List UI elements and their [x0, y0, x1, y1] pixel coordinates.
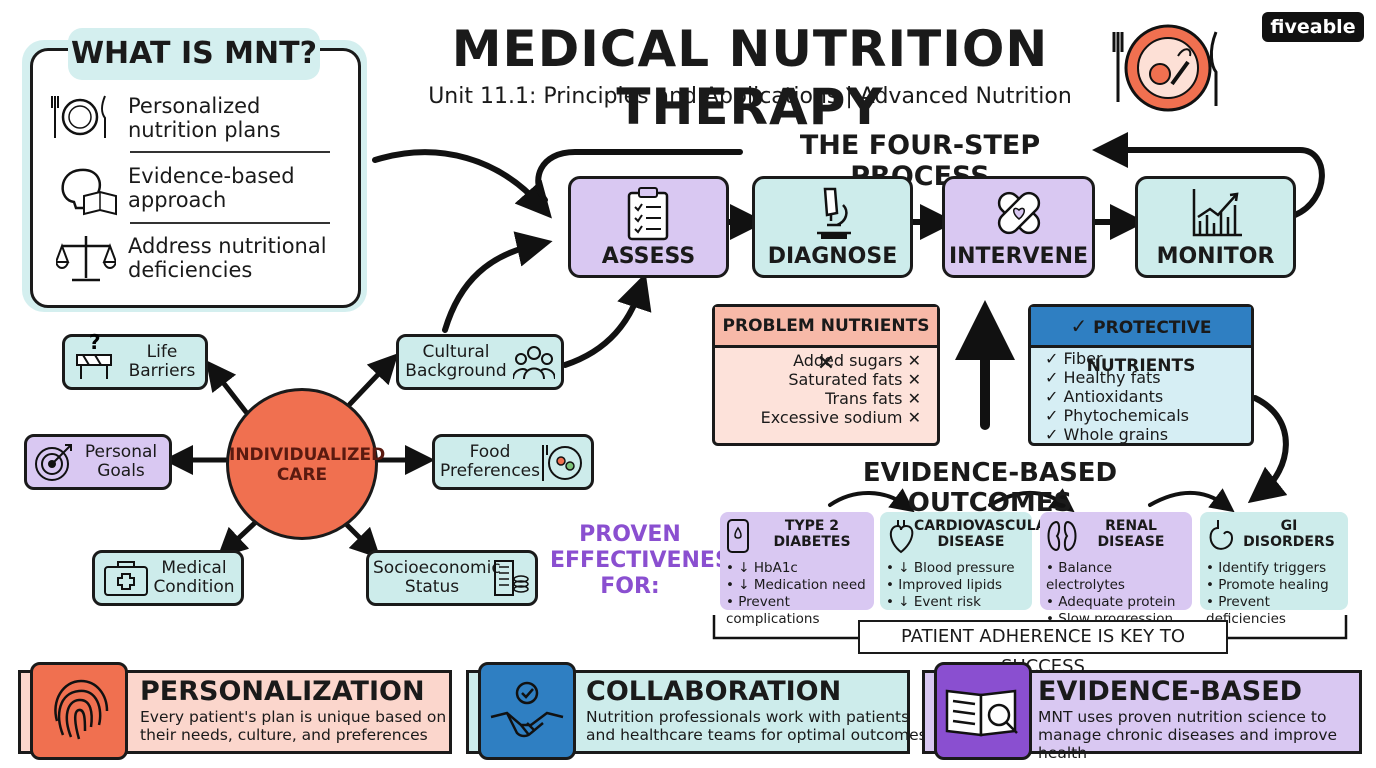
check-icon: ✓: [1070, 314, 1088, 338]
clipboard-icon: [627, 187, 669, 241]
fingerprint-icon: [30, 662, 128, 760]
step-diagnose[interactable]: DIAGNOSE: [752, 176, 913, 278]
problem-nutrients-box: PROBLEM NUTRIENTS ✕ Added sugars ✕ Satur…: [712, 304, 940, 446]
protective-nutrients-list: ✓ Fiber ✓ Healthy fats ✓ Antioxidants ✓ …: [1045, 349, 1190, 444]
target-icon: [35, 444, 72, 481]
glucose-meter-icon: [727, 519, 749, 553]
check-icon: ✓: [1045, 406, 1059, 425]
adherence-banner: PATIENT ADHERENCE IS KEY TO SUCCESS: [858, 620, 1228, 677]
step-label: ASSESS: [601, 244, 696, 269]
banner-title: COLLABORATION: [586, 676, 842, 707]
check-icon: ✓: [1045, 387, 1059, 406]
step-monitor[interactable]: MONITOR: [1135, 176, 1296, 278]
step-label: DIAGNOSE: [767, 244, 898, 269]
people-group-icon: [513, 346, 555, 380]
x-icon: ✕: [907, 351, 921, 370]
step-label: MONITOR: [1156, 244, 1275, 269]
plate-utensils-icon: [51, 95, 106, 138]
protective-nutrients-header: ✓ PROTECTIVE NUTRIENTS: [1031, 307, 1251, 376]
brand-logo[interactable]: fiveable: [1262, 12, 1364, 42]
divider: [130, 151, 330, 153]
bandage-icon: [997, 191, 1041, 235]
page-title: MEDICAL NUTRITION THERAPY: [451, 20, 1049, 136]
page-subtitle: Unit 11.1: Principles and Applications |…: [428, 84, 1072, 109]
salad-plate-icon: [542, 445, 582, 481]
check-icon: ✓: [1045, 425, 1059, 444]
what-is-mnt-title: WHAT IS MNT?: [68, 28, 320, 80]
chart-icon: [1192, 189, 1242, 237]
kidney-icon: [1047, 520, 1077, 552]
x-icon: ✕: [816, 351, 836, 376]
step-label: INTERVENE: [948, 244, 1089, 269]
microscope-icon: [817, 187, 851, 239]
plate-food-icon: [1112, 24, 1218, 112]
outcome-list: • ↓ HbA1c• ↓ Medication need• Prevent co…: [726, 560, 866, 627]
banner-title: EVIDENCE-BASED: [1038, 676, 1303, 707]
check-icon: ✓: [1045, 368, 1059, 387]
handshake-icon: [478, 662, 576, 760]
proven-effectiveness-label: PROVEN EFFECTIVENESS FOR:: [550, 522, 746, 599]
banner-text: Nutrition professionals work with patien…: [586, 708, 927, 744]
building-coins-icon: [494, 560, 529, 596]
x-icon: ✕: [907, 408, 921, 427]
brain-book-icon: [61, 168, 117, 216]
problem-nutrients-list: Added sugars ✕ Saturated fats ✕ Trans fa…: [760, 351, 921, 427]
medical-kit-icon: [104, 561, 148, 596]
barrier-icon: ?: [76, 330, 112, 379]
outcome-list: • Balance electrolytes• Adequate protein…: [1046, 560, 1176, 627]
x-icon: ✕: [907, 370, 921, 389]
individualized-care-hub[interactable]: INDIVIDUALIZED CARE: [226, 388, 385, 540]
book-magnifier-icon: [934, 662, 1032, 760]
heart-icon: [889, 520, 914, 554]
outcomes-title: EVIDENCE-BASED OUTCOMES: [862, 458, 1118, 518]
outcome-list: • ↓ Blood pressure• Improved lipids• ↓ E…: [886, 560, 1015, 610]
divider: [130, 222, 330, 224]
outcome-list: • Identify triggers• Promote healing• Pr…: [1206, 560, 1329, 627]
check-icon: ✓: [1045, 349, 1059, 368]
svg-text:?: ?: [89, 330, 101, 354]
x-icon: ✕: [907, 389, 921, 408]
scale-icon: [56, 236, 116, 282]
problem-nutrients-header: PROBLEM NUTRIENTS ✕: [715, 307, 937, 376]
banner-title: PERSONALIZATION: [140, 676, 425, 707]
step-assess[interactable]: ASSESS: [568, 176, 729, 278]
stomach-icon: [1209, 520, 1234, 550]
step-intervene[interactable]: INTERVENE: [942, 176, 1095, 278]
protective-nutrients-box: ✓ PROTECTIVE NUTRIENTS ✓ Fiber ✓ Healthy…: [1028, 304, 1254, 446]
